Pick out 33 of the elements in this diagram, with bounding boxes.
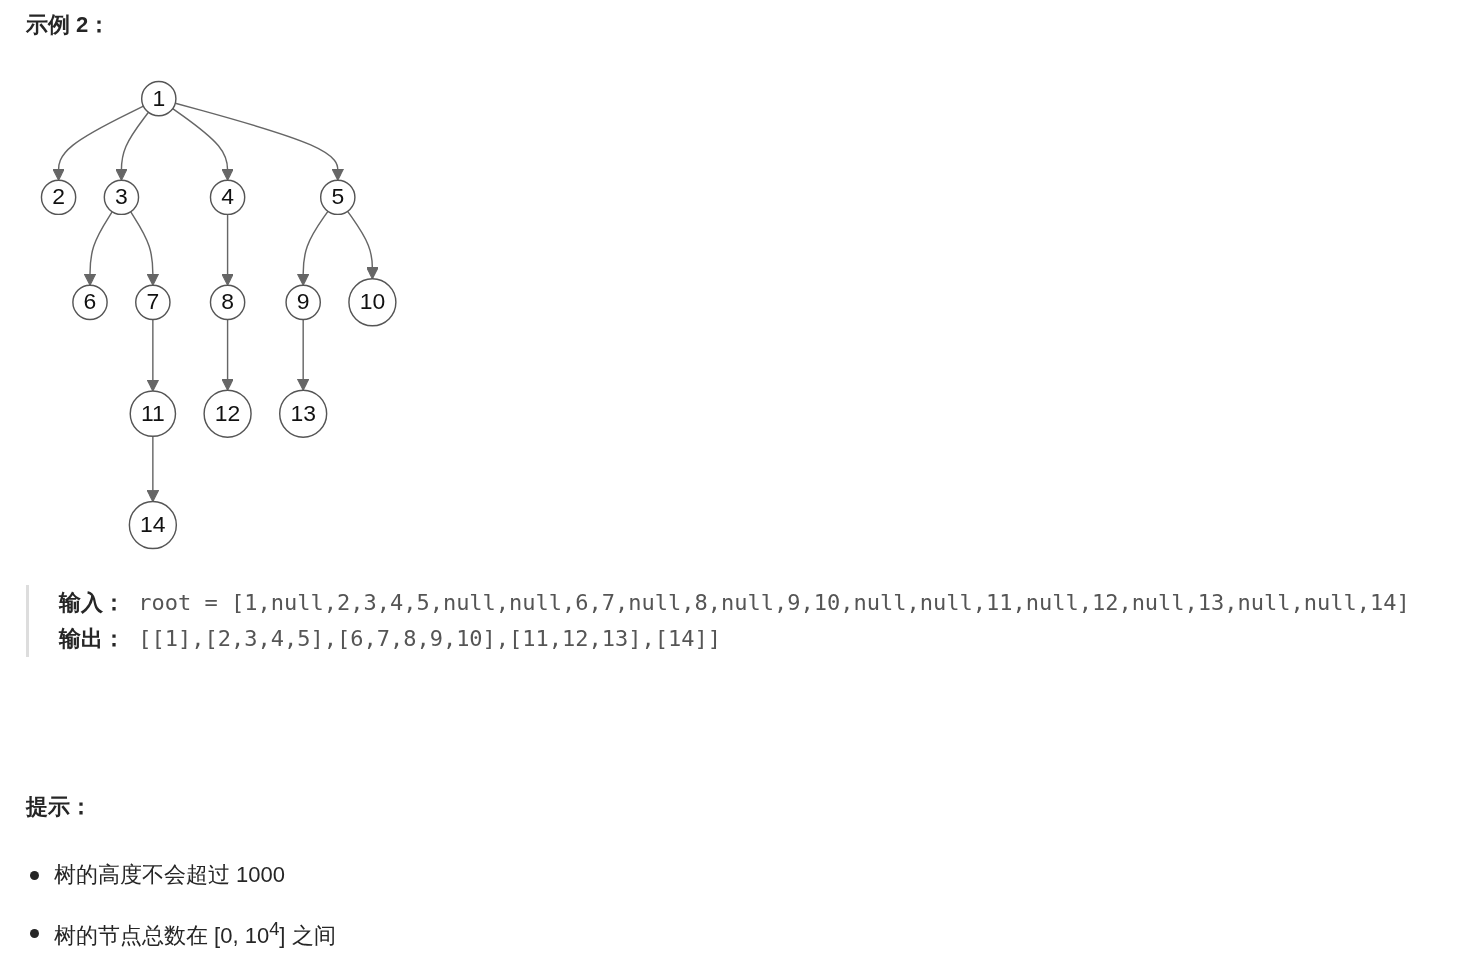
node-circle: 2 xyxy=(40,179,77,216)
arrow xyxy=(146,435,160,503)
node-circle: 6 xyxy=(72,284,108,321)
arrow xyxy=(346,210,379,280)
arrow xyxy=(172,107,234,181)
arrow xyxy=(296,318,310,391)
node-circle: 11 xyxy=(129,390,177,438)
example-text: 输出： [[1],[2,3,4,5],[6,7,8,9,10],[11,12,13],[14]] xyxy=(59,625,723,653)
heading: 示例 2： xyxy=(26,11,111,39)
arrow xyxy=(221,318,234,391)
bullet-text: 树的高度不会超过 1000 xyxy=(54,861,286,889)
section-heading: 提示： xyxy=(26,793,92,821)
node-circle: 13 xyxy=(279,389,328,438)
arrow xyxy=(221,213,234,286)
node-circle: 7 xyxy=(135,284,171,321)
arrow xyxy=(83,211,113,286)
node-circle: 9 xyxy=(285,284,321,321)
node-circle: 3 xyxy=(103,179,140,216)
node-circle: 4 xyxy=(209,179,246,216)
node-circle: 1 xyxy=(140,80,177,117)
node-circle: 14 xyxy=(128,500,178,550)
arrow xyxy=(174,102,345,181)
node-circle: 12 xyxy=(203,389,252,438)
bullet-text: 树的节点总数在 [0, 10$^{4}$] 之间 xyxy=(54,918,336,951)
arrow xyxy=(129,211,160,286)
node-circle: 8 xyxy=(209,284,246,321)
node-circle: 10 xyxy=(348,278,397,327)
arrow xyxy=(146,318,160,392)
node-circle: 5 xyxy=(319,179,356,216)
arrow xyxy=(296,210,329,286)
arrow xyxy=(52,105,145,181)
example-text: 输入： root = [1,null,2,3,4,5,null,null,6,7,null,8,null,9,10,null,null,11,null,12,null,13,null,null,14] xyxy=(59,589,1411,617)
arrow xyxy=(115,111,150,181)
